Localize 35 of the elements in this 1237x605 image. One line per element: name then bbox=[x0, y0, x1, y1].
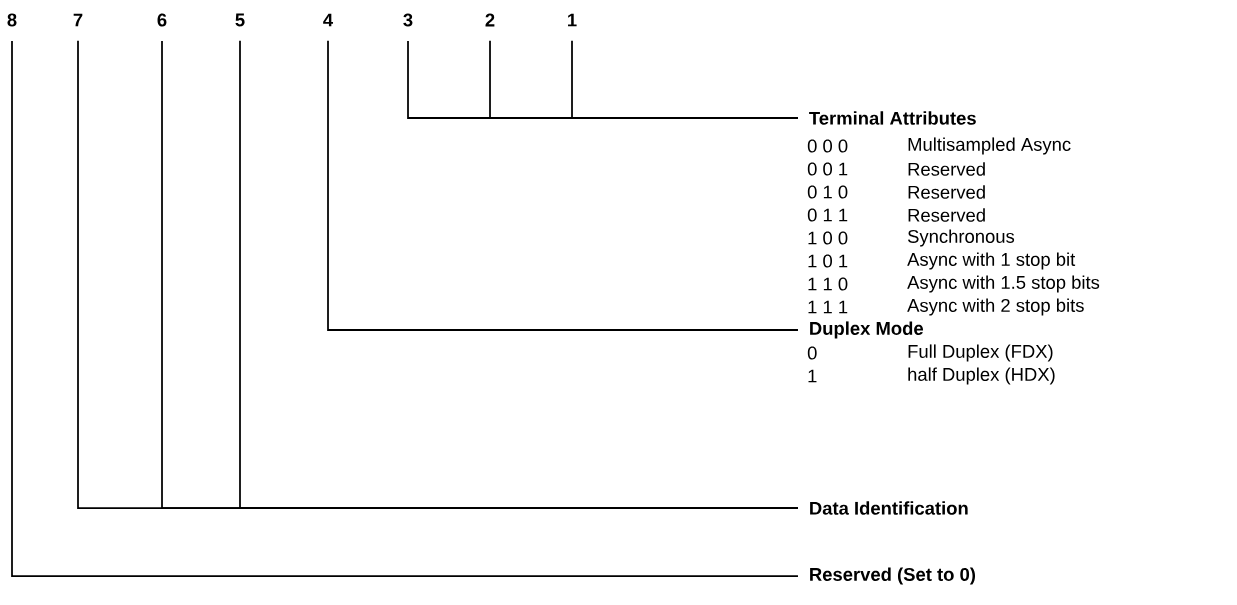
bit-number: 2 bbox=[485, 13, 495, 27]
code-description: Full Duplex (FDX) bbox=[908, 344, 1053, 362]
code-description: Async with 2 stop bits bbox=[907, 298, 1084, 316]
bit-code: 1 0 0 bbox=[808, 231, 848, 245]
bit-number: 7 bbox=[73, 13, 83, 27]
bit-number: 8 bbox=[7, 13, 17, 27]
bit-number: 5 bbox=[235, 13, 245, 27]
bit-code: 1 0 1 bbox=[808, 254, 848, 268]
bit-number: 1 bbox=[568, 13, 577, 27]
bit-number: 3 bbox=[403, 13, 413, 27]
bit-code: 0 0 0 bbox=[807, 139, 848, 153]
bit-code: 0 0 1 bbox=[807, 162, 848, 176]
field-heading: Data Identification bbox=[810, 501, 968, 515]
bit-code: 1 bbox=[808, 369, 817, 383]
code-description: Async with 1 stop bit bbox=[907, 252, 1076, 270]
code-description: Synchronous bbox=[907, 229, 1015, 247]
field-heading: Reserved (Set to 0) bbox=[810, 567, 975, 585]
bit-code: 1 1 0 bbox=[808, 277, 848, 291]
code-description: Async with 1.5 stop bits bbox=[907, 275, 1100, 293]
bit-code: 0 1 1 bbox=[807, 208, 848, 222]
bit-code: 0 1 0 bbox=[807, 185, 848, 199]
bracket-line bbox=[571, 39, 799, 119]
bracket-line bbox=[11, 40, 799, 577]
bit-code: 0 bbox=[807, 346, 817, 360]
bit-number: 4 bbox=[323, 13, 333, 27]
bracket-line bbox=[327, 39, 799, 331]
field-heading: Duplex Mode bbox=[810, 321, 923, 339]
bit-number: 6 bbox=[157, 13, 167, 27]
code-description: Reserved bbox=[908, 208, 985, 222]
code-description: Reserved bbox=[908, 162, 985, 176]
bit-code: 1 1 1 bbox=[808, 300, 848, 314]
code-description: half Duplex (HDX) bbox=[908, 367, 1055, 385]
code-description: Multisampled Async bbox=[908, 137, 1071, 155]
field-heading: Terminal Attributes bbox=[809, 111, 976, 125]
code-description: Reserved bbox=[908, 185, 985, 199]
